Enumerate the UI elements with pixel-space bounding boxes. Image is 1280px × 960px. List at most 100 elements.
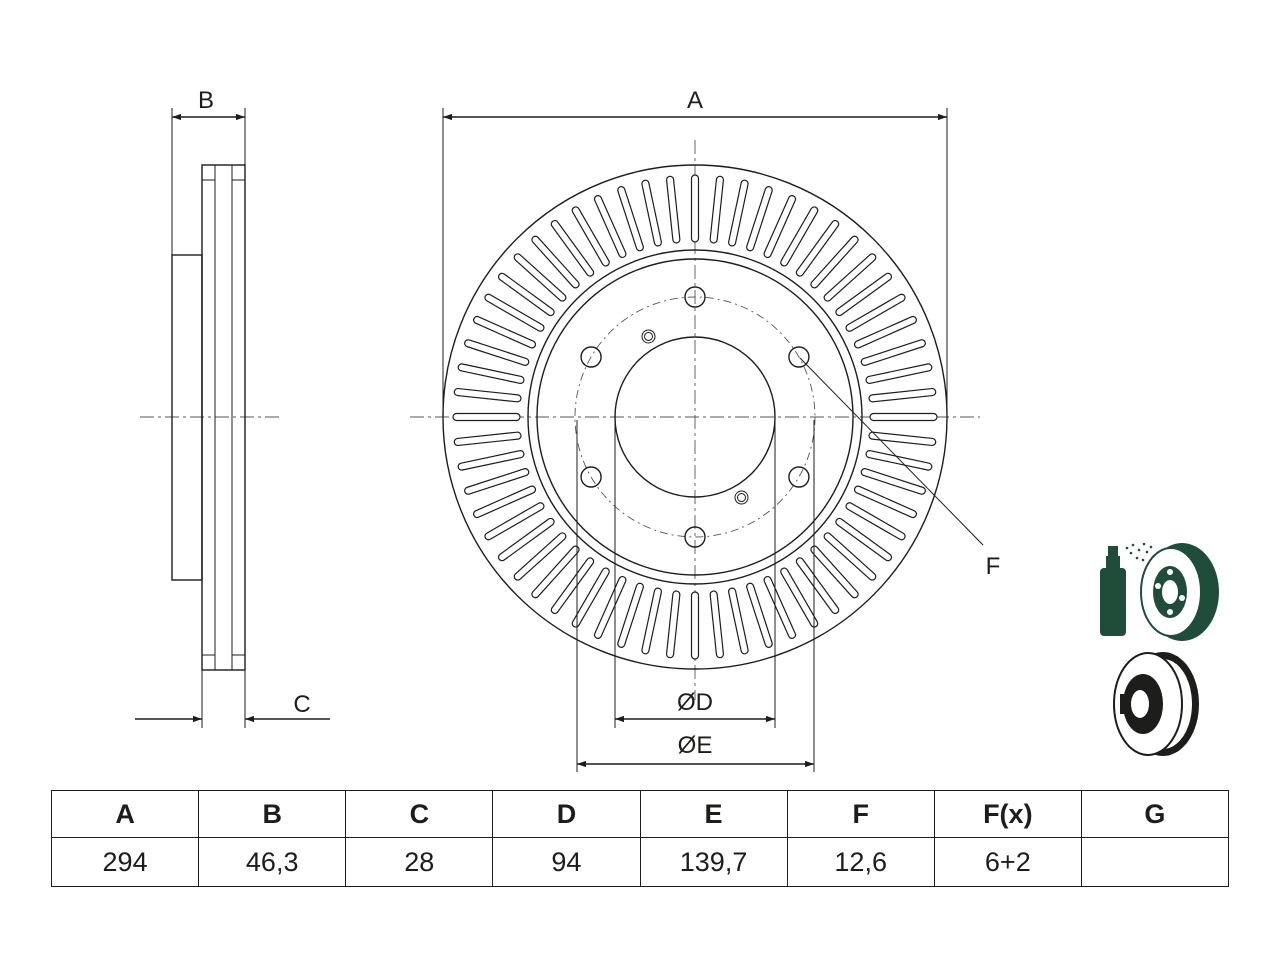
dim-label-f: F [986,553,1001,580]
value-fx: 6+2 [933,837,1082,887]
cooling-vent [484,293,545,332]
cooling-vent [531,235,580,289]
cooling-vent [550,557,595,615]
dim-label-c: C [293,691,310,718]
cooling-vent [853,485,917,519]
cooling-vent [617,186,644,252]
header-d: D [492,790,641,838]
bolt-hole [684,286,706,308]
cooling-vent [728,179,749,247]
cooling-vent [457,450,525,471]
cooling-vent [795,557,840,615]
cooling-vent [484,502,545,541]
cooling-vent [845,502,906,541]
cooling-vent [690,591,700,660]
header-fx: F(x) [933,790,1082,838]
value-a: 294 [50,837,200,887]
header-g: G [1080,790,1230,838]
cooling-vent [593,195,627,259]
bolt-holes [580,286,810,548]
cooling-vent [865,450,933,471]
cooling-vent [835,272,893,317]
cooling-vent [780,206,819,267]
cooling-vent [453,387,522,403]
cooling-vent [780,567,819,628]
cooling-vent [763,195,797,259]
spec-table: A B C D E F F(x) G 294 46,3 28 94 139,7 … [50,790,1230,887]
cooling-vent [810,235,859,289]
spray-paint-disc-icon [1100,542,1219,641]
cooling-vent [763,575,797,639]
side-view [135,108,330,728]
cooling-vent [810,545,859,599]
cooling-vent [641,587,662,655]
cooling-vent [860,468,926,495]
bolt-hole [788,466,810,488]
cooling-vent [464,339,530,366]
value-d: 94 [492,837,641,887]
cooling-vent [513,532,567,581]
cooling-vent [865,363,933,384]
cooling-vent [709,175,725,244]
cooling-vent [593,575,627,639]
spec-header-row: A B C D E F F(x) G [50,790,1230,838]
header-a: A [50,790,200,838]
cooling-vent [728,587,749,655]
cooling-vent [795,219,840,277]
bolt-hole [788,346,810,368]
spec-value-row: 294 46,3 28 94 139,7 12,6 6+2 [50,837,1230,887]
bolt-hole [580,346,602,368]
dim-label-b: B [198,87,214,114]
cooling-vent [452,412,521,422]
cooling-vent [845,293,906,332]
cooling-vent [464,468,530,495]
threaded-hole [734,490,749,505]
bolt-hole [684,526,706,548]
header-f: F [786,790,935,838]
header-e: E [639,790,788,838]
cooling-vent [457,363,525,384]
header-b: B [198,790,347,838]
cooling-vents [452,174,938,660]
cooling-vent [641,179,662,247]
cooling-vent [497,272,555,317]
value-g [1080,837,1230,887]
value-f: 12,6 [786,837,935,887]
cooling-vent [617,582,644,648]
dim-label-e: ØE [678,732,713,759]
cooling-vent [453,431,522,447]
cooling-vent [665,175,681,244]
dim-label-a: A [687,87,703,114]
cooling-vent [746,582,773,648]
cooling-vent [690,174,700,243]
cooling-vent [823,253,877,302]
cooling-vent [473,485,537,519]
cooling-vent [531,545,580,599]
cooling-vent [868,431,937,447]
cooling-vent [746,186,773,252]
front-view [410,108,984,772]
cooling-vent [497,517,555,562]
cooling-vent [823,532,877,581]
bolt-hole [580,466,602,488]
dim-label-d: ØD [677,689,713,716]
cooling-vent [665,590,681,659]
cooling-vent [835,517,893,562]
cooling-vent [550,219,595,277]
threaded-hole [641,329,656,344]
header-c: C [345,790,494,838]
cooling-vent [860,339,926,366]
cooling-vent [571,206,610,267]
value-e: 139,7 [639,837,788,887]
value-b: 46,3 [198,837,347,887]
cooling-vent [709,590,725,659]
cooling-vent [513,253,567,302]
cooling-vent [853,315,917,349]
vented-disc-icon [1113,652,1199,756]
cooling-vent [473,315,537,349]
cooling-vent [868,387,937,403]
cooling-vent [571,567,610,628]
value-c: 28 [345,837,494,887]
cooling-vent [869,412,938,422]
